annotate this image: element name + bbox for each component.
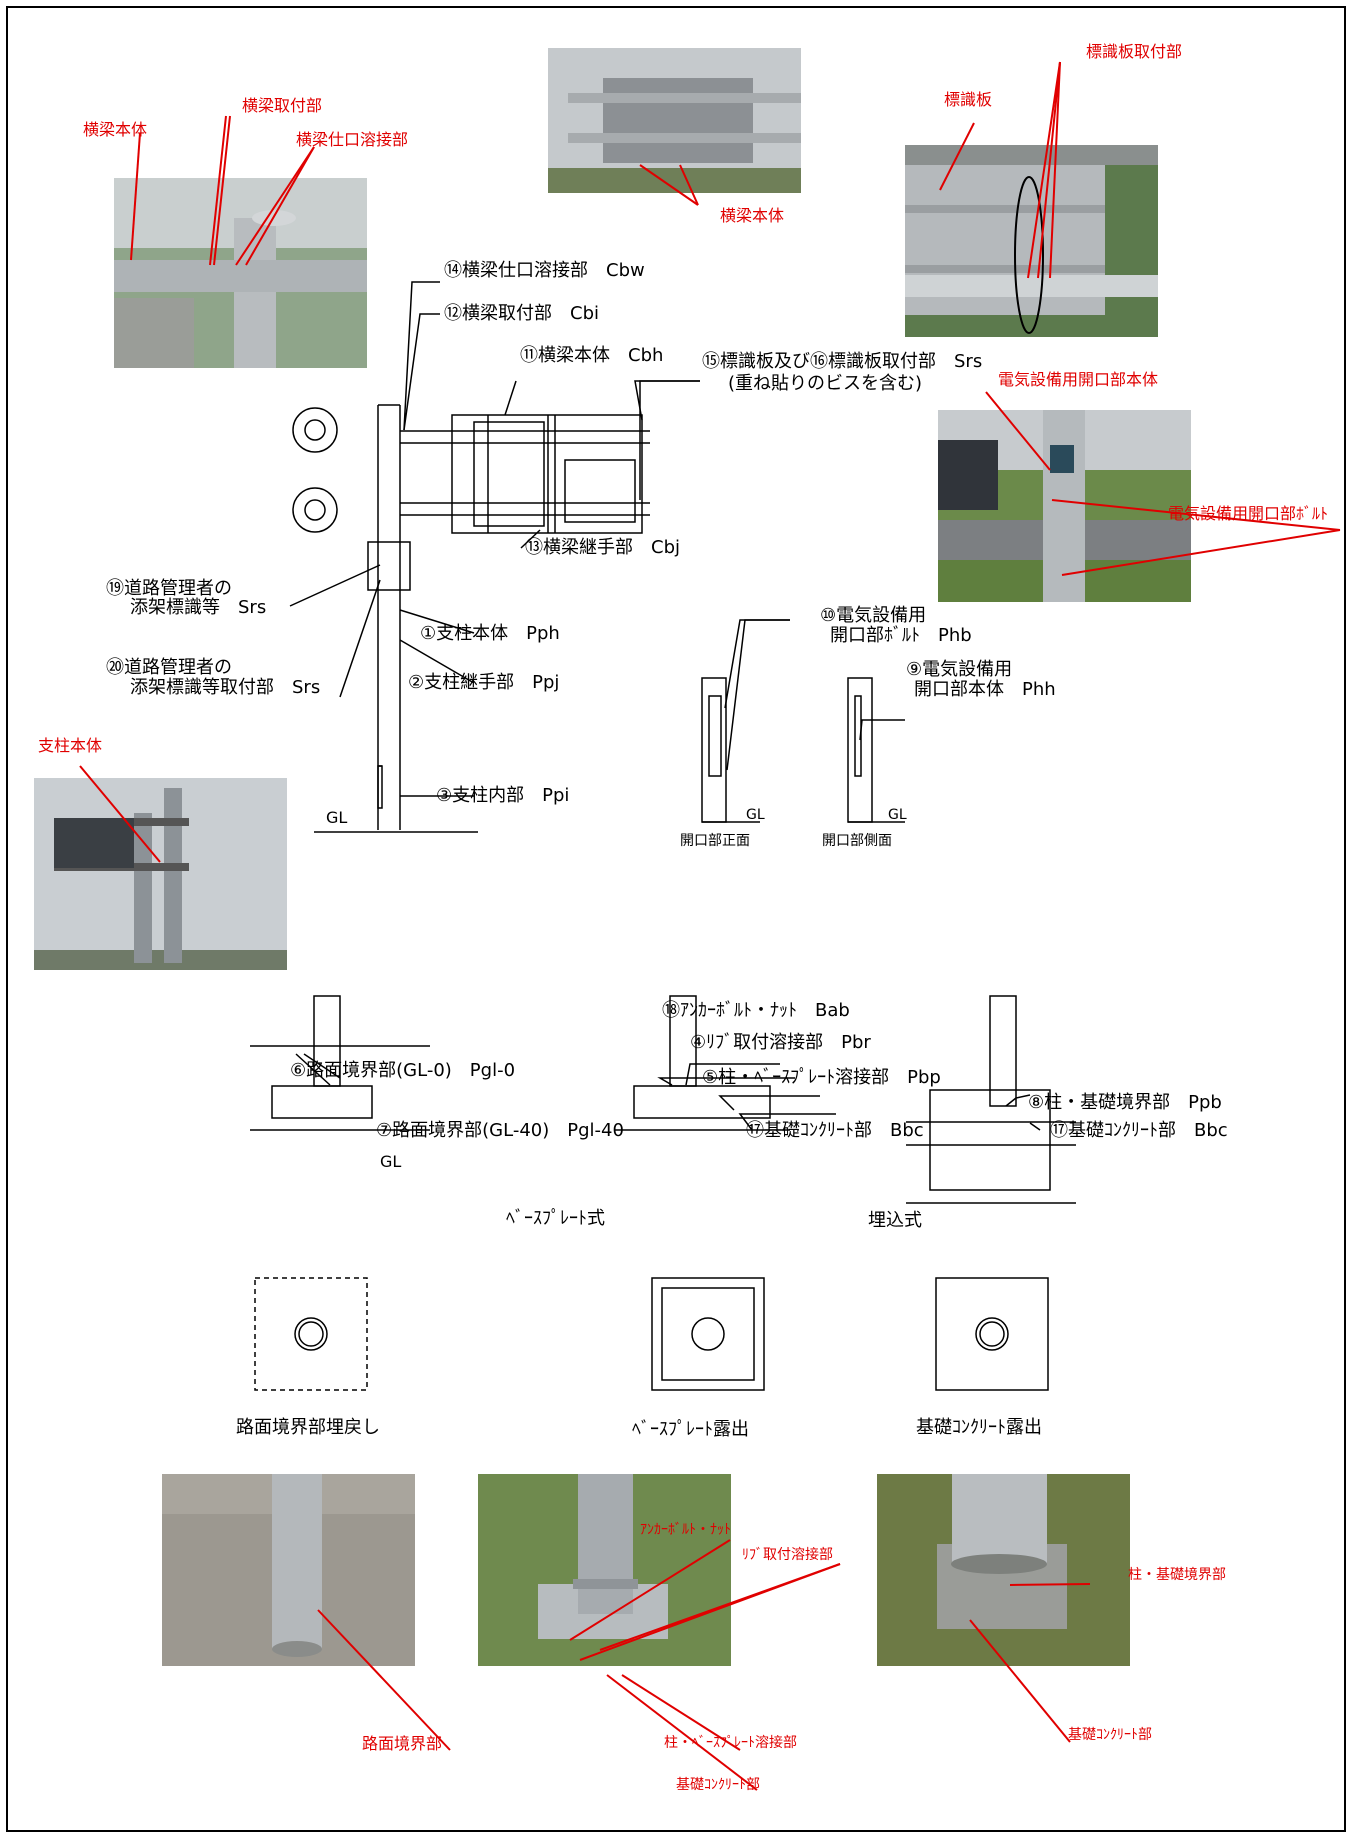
- label-elec-opening-body-photo: 電気設備用開口部本体: [998, 370, 1159, 389]
- photo-road-boundary: [162, 1474, 415, 1666]
- caption-foundation-exposed: 基礎ｺﾝｸﾘｰﾄ露出: [916, 1417, 1042, 1438]
- label-m9b: 開口部本体 Phh: [914, 679, 1056, 700]
- page-frame: [6, 6, 1346, 1832]
- photo-crossbeam-joint: [114, 178, 367, 368]
- photo-pole-body: [34, 778, 287, 970]
- label-m17b: ⑰基礎ｺﾝｸﾘｰﾄ部 Bbc: [1050, 1120, 1228, 1141]
- label-m7: ⑦路面境界部(GL-40) Pgl-40: [376, 1120, 624, 1141]
- label-m18: ⑱ｱﾝｶｰﾎﾞﾙﾄ・ﾅｯﾄ Bab: [662, 1000, 850, 1021]
- photo-electrical-opening: [938, 410, 1191, 602]
- label-crossbeam-body-photo: 横梁本体: [83, 120, 148, 139]
- label-gl-front: GL: [746, 807, 765, 823]
- label-gl-main: GL: [326, 808, 348, 827]
- label-sign-attach-photo: 標識板取付部: [1086, 42, 1183, 61]
- label-m12: ⑫横梁取付部 Cbi: [444, 303, 599, 324]
- label-m6: ⑥路面境界部(GL-0) Pgl-0: [290, 1060, 516, 1081]
- label-m19b: 添架標識等 Srs: [130, 597, 267, 618]
- label-baseplate-type: ﾍﾞｰｽﾌﾟﾚｰﾄ式: [506, 1208, 605, 1229]
- label-m4: ④ﾘﾌﾞ取付溶接部 Pbr: [690, 1032, 871, 1053]
- label-embed-type: 埋込式: [868, 1210, 922, 1231]
- label-crossbeam-attach-photo: 横梁取付部: [242, 96, 323, 115]
- caption-baseplate-exposed: ﾍﾞｰｽﾌﾟﾚｰﾄ露出: [632, 1419, 749, 1440]
- label-m15-16: ⑮標識板及び⑯標識板取付部 Srs: [702, 351, 983, 372]
- label-m20b: 添架標識等取付部 Srs: [130, 677, 321, 698]
- label-baseplate-weld-photo: 柱・ﾍﾞｰｽﾌﾟﾚｰﾄ溶接部: [664, 1735, 797, 1751]
- label-opening-front: 開口部正面: [680, 833, 750, 849]
- label-foundation-photo-center: 基礎ｺﾝｸﾘｰﾄ部: [676, 1777, 760, 1793]
- label-pole-foundation-photo: 柱・基礎境界部: [1128, 1567, 1226, 1583]
- label-m10a: ⑩電気設備用: [820, 605, 927, 626]
- label-foundation-photo-right: 基礎ｺﾝｸﾘｰﾄ部: [1068, 1727, 1152, 1743]
- photo-sign-board: [905, 145, 1158, 337]
- label-elec-opening-bolt-photo: 電気設備用開口部ﾎﾞﾙﾄ: [1168, 504, 1329, 523]
- label-m13: ⑬横梁継手部 Cbj: [525, 537, 680, 558]
- label-sign-board-photo: 標識板: [944, 90, 993, 109]
- label-m8: ⑧柱・基礎境界部 Ppb: [1028, 1092, 1222, 1113]
- label-anchor-bolt-photo: ｱﾝｶｰﾎﾞﾙﾄ・ﾅｯﾄ: [640, 1522, 731, 1538]
- label-m10b: 開口部ﾎﾞﾙﾄ Phb: [830, 625, 972, 646]
- caption-road-backfill: 路面境界部埋戻し: [236, 1417, 380, 1438]
- label-m14: ⑭横梁仕口溶接部 Cbw: [444, 260, 645, 281]
- label-rib-weld-photo: ﾘﾌﾞ取付溶接部: [742, 1547, 833, 1563]
- label-m3: ③支柱内部 Ppi: [436, 785, 570, 806]
- label-crossbeam-weld-photo: 横梁仕口溶接部: [296, 130, 409, 149]
- label-m11: ⑪横梁本体 Cbh: [520, 345, 664, 366]
- label-gl-base: GL: [380, 1152, 402, 1171]
- photo-foundation: [877, 1474, 1130, 1666]
- label-pole-body-photo: 支柱本体: [38, 736, 103, 755]
- label-m5: ⑤柱・ﾍﾞｰｽﾌﾟﾚｰﾄ溶接部 Pbp: [702, 1067, 941, 1088]
- label-road-boundary-photo: 路面境界部: [362, 1734, 443, 1753]
- label-m19a: ⑲道路管理者の: [106, 578, 232, 599]
- label-m9a: ⑨電気設備用: [906, 659, 1013, 680]
- label-m15-16-note: (重ね貼りのビスを含む): [728, 373, 923, 394]
- label-m1: ①支柱本体 Pph: [420, 623, 560, 644]
- label-m2: ②支柱継手部 Ppj: [408, 672, 560, 693]
- label-m20a: ⑳道路管理者の: [106, 657, 232, 678]
- label-m17a: ⑰基礎ｺﾝｸﾘｰﾄ部 Bbc: [746, 1120, 924, 1141]
- label-gl-side: GL: [888, 807, 907, 823]
- label-crossbeam-body-photo-2: 横梁本体: [720, 206, 785, 225]
- label-opening-side: 開口部側面: [822, 833, 892, 849]
- photo-base-plate: [478, 1474, 731, 1666]
